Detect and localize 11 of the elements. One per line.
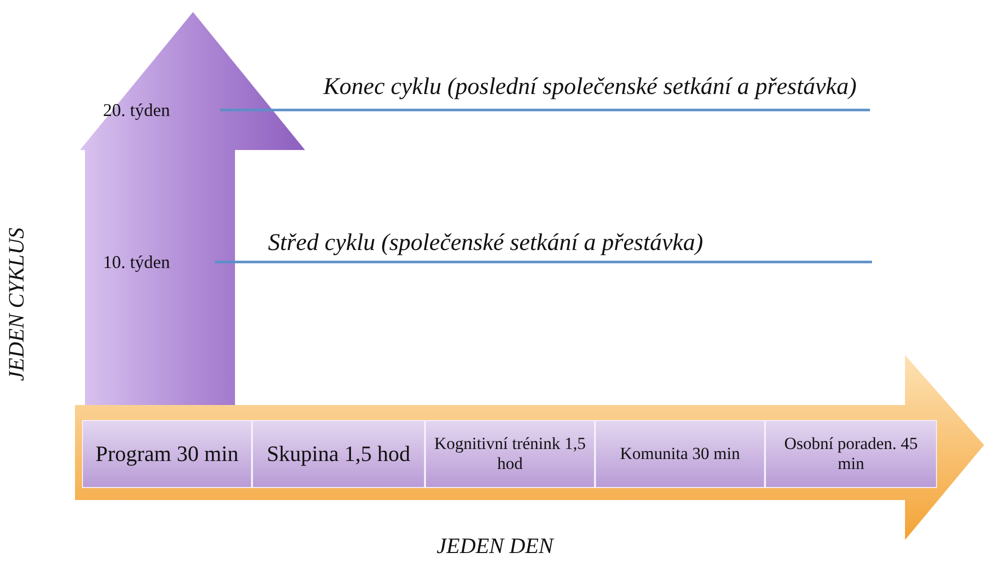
process-box: Skupina 1,5 hod (252, 420, 425, 488)
process-box: Komunita 30 min (595, 420, 765, 488)
process-box: Program 30 min (82, 420, 252, 488)
week-label: 20. týden (103, 99, 171, 122)
axis-title: JEDEN DEN (436, 532, 556, 560)
week-label: 10. týden (103, 251, 171, 274)
process-box: Osobní poraden. 45 min (765, 420, 937, 488)
axis-title: JEDEN CYKLUS (2, 228, 30, 381)
milestone-label: Střed cyklu (společenské setkání a přestávka) (268, 229, 704, 258)
process-box: Kognitivní trénink 1,5 hod (425, 420, 595, 488)
milestone-label: Konec cyklu (poslední společenské setkání a přestávka) (322, 73, 858, 102)
